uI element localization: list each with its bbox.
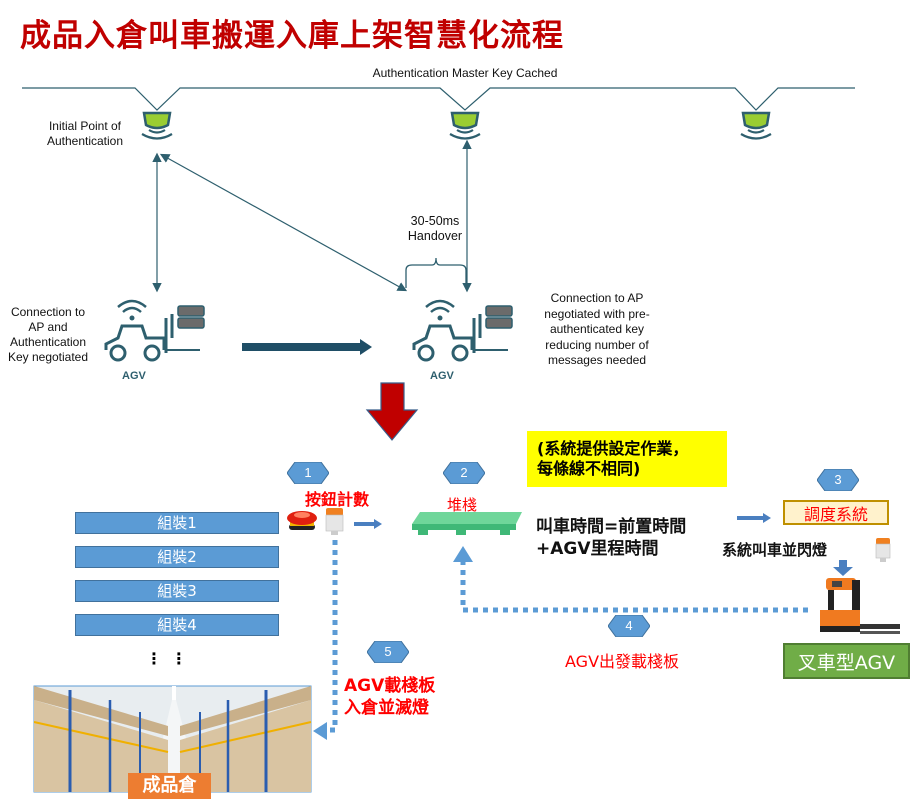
step-badge-2: 2 xyxy=(443,462,485,484)
label-line: Connection to AP xyxy=(550,291,644,305)
dotted-path-5 xyxy=(322,540,338,733)
up-arrowhead xyxy=(453,546,473,562)
label-line: Connection to xyxy=(10,305,86,319)
step-badge-1: 1 xyxy=(287,462,329,484)
handover-label: 30-50ms Handover xyxy=(395,214,475,244)
access-point-icon xyxy=(449,111,481,140)
label-line: reducing number of xyxy=(545,337,649,352)
label-line: Authentication xyxy=(9,335,87,349)
left-agv-label: Connection to AP and Authentication Key … xyxy=(0,305,96,365)
step-arrow xyxy=(737,513,771,523)
forklift-agv-image xyxy=(820,578,900,634)
label-line: 叫車時間=前置時間 xyxy=(536,517,687,537)
label-line: authenticated key xyxy=(549,322,645,336)
initial-ap-label: Initial Point of Authentication xyxy=(30,119,140,149)
assembly-line-4: 組裝4 xyxy=(75,614,279,636)
stack-light-icon xyxy=(875,538,891,562)
label-line: 入倉並滅燈 xyxy=(344,698,429,718)
label-line: Handover xyxy=(407,229,463,243)
agv-text: AGV xyxy=(122,370,146,382)
step-1-label: 按鈕計數 xyxy=(305,490,370,509)
ellipsis: ⋮ ⋮ xyxy=(146,651,187,668)
backbone-line xyxy=(22,87,855,111)
label-line: negotiated with pre- xyxy=(544,306,650,321)
label-line: Authentication xyxy=(46,134,124,148)
system-call-label: 系統叫車並閃燈 xyxy=(722,541,828,559)
step-arrow xyxy=(354,519,382,529)
step-number: 5 xyxy=(384,644,392,659)
step-badge-5: 5 xyxy=(367,641,409,663)
step-number: 3 xyxy=(834,472,842,487)
backbone-label: Authentication Master Key Cached xyxy=(372,66,558,80)
assembly-line-2: 組裝2 xyxy=(75,546,279,568)
label-line: 30-50ms xyxy=(410,214,460,228)
agv-forklift-icon xyxy=(104,299,205,362)
label-line: messages needed xyxy=(547,353,647,367)
step-number: 2 xyxy=(460,465,468,480)
label-line: 每條線不相同) xyxy=(537,459,641,478)
handover-brace xyxy=(405,257,467,288)
call-time-formula: 叫車時間=前置時間 +AGV里程時間 xyxy=(536,516,686,560)
movement-arrow xyxy=(242,339,372,355)
step-4-label: AGV出發載棧板 xyxy=(565,652,680,671)
warehouse-image xyxy=(33,685,312,793)
push-button-icon xyxy=(287,511,317,530)
big-down-arrow xyxy=(365,382,419,441)
access-point-icon xyxy=(141,111,173,140)
agv-text: AGV xyxy=(430,370,454,382)
step-badge-4: 4 xyxy=(608,615,650,637)
label-line: AGV載棧板 xyxy=(344,676,436,696)
access-point-icon xyxy=(740,111,772,140)
page-title: 成品入倉叫車搬運入庫上架智慧化流程 xyxy=(20,18,564,54)
left-arrowhead xyxy=(313,722,327,740)
step-3-dispatch-box: 調度系統 xyxy=(783,500,889,525)
dotted-path-4 xyxy=(460,560,808,613)
step-5-label: AGV載棧板 入倉並滅燈 xyxy=(344,675,435,719)
step-number: 1 xyxy=(304,465,312,480)
assembly-line-1: 組裝1 xyxy=(75,512,279,534)
step-badge-3: 3 xyxy=(817,469,859,491)
pallet-icon xyxy=(412,512,522,535)
assembly-line-3: 組裝3 xyxy=(75,580,279,602)
agv-type-label: 叉車型AGV xyxy=(783,643,910,679)
label-line: AP and xyxy=(28,320,68,334)
right-agv-label: Connection to AP negotiated with pre- au… xyxy=(532,291,662,369)
agv-forklift-icon xyxy=(412,299,513,362)
label-line: +AGV里程時間 xyxy=(536,539,659,559)
down-arrow xyxy=(833,560,853,576)
stack-light-icon xyxy=(325,508,344,535)
label-line: Key negotiated xyxy=(7,350,89,364)
roaming-arrow xyxy=(159,153,408,292)
label-line: Initial Point of xyxy=(48,119,122,133)
settings-note: (系統提供設定作業， 每條線不相同) xyxy=(527,431,727,487)
warehouse-label: 成品倉 xyxy=(128,773,211,799)
label-line: (系統提供設定作業， xyxy=(537,439,689,458)
step-2-label: 堆棧 xyxy=(447,496,478,514)
step-number: 4 xyxy=(625,618,633,633)
